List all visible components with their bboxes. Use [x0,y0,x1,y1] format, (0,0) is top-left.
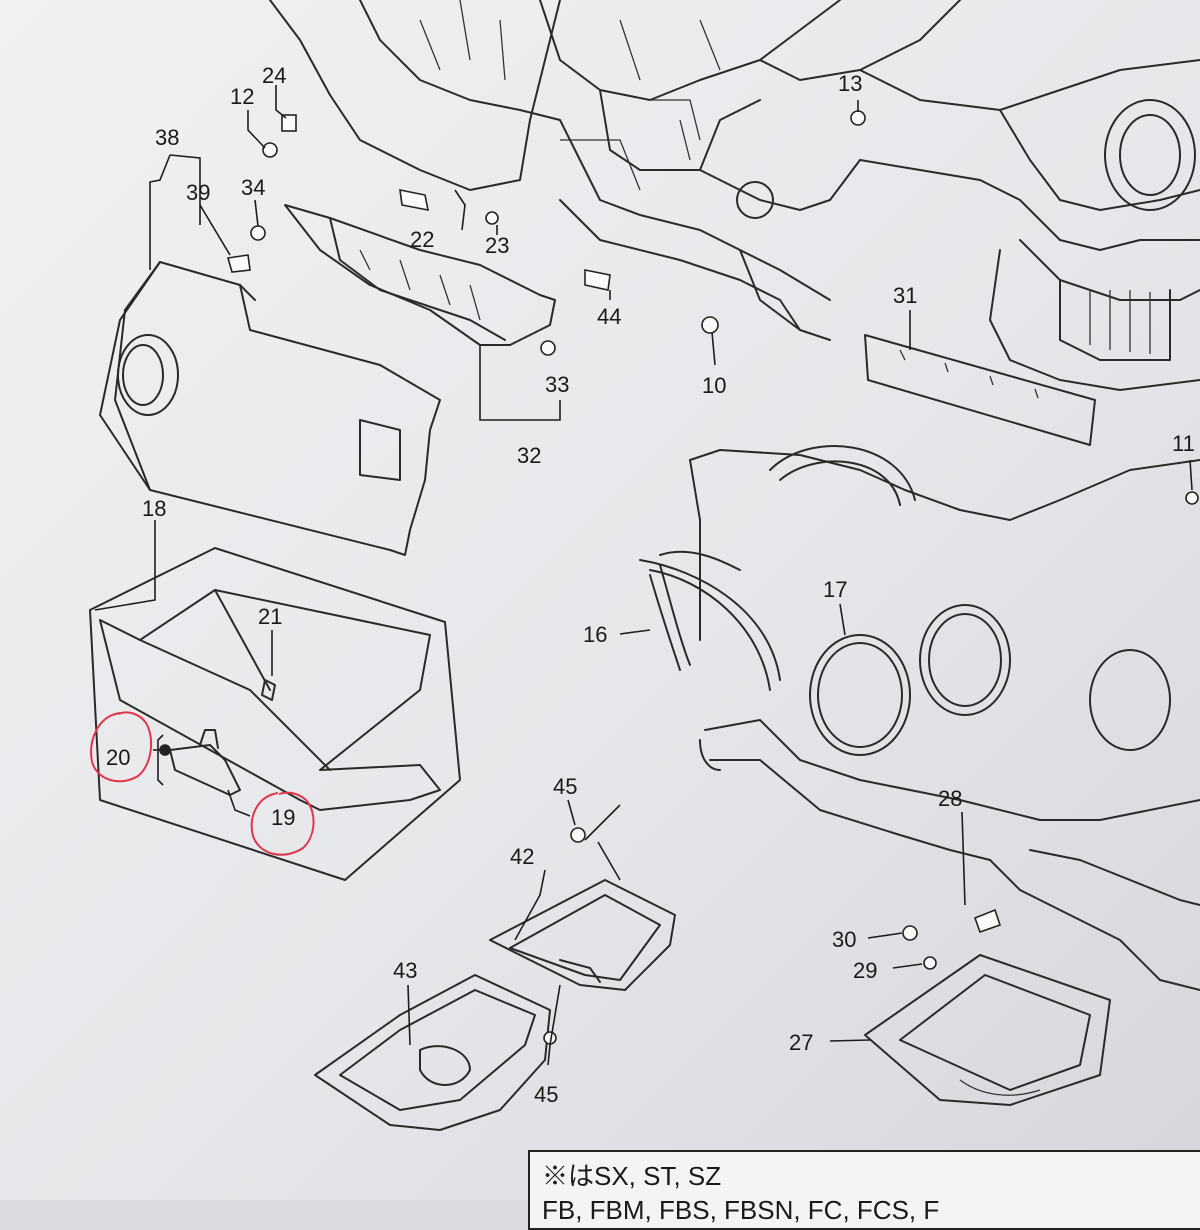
callout-17: 17 [823,577,847,602]
callout-10: 10 [702,373,726,398]
callout-11: 11 [1172,431,1195,456]
glovebox-bin-18 [89,547,461,881]
callout-43: 43 [393,958,417,983]
callout-32: 32 [517,443,541,468]
variant-note-box: ※はSX, ST, SZ FB, FBM, FBS, FBSN, FC, FCS… [528,1150,1200,1230]
dashboard-lower-panel [699,719,1200,991]
tray-43 [314,974,551,1131]
callout-20: 20 [106,745,130,770]
cluster-bezel-16 [639,445,1200,691]
callout-31: 31 [893,283,917,308]
highlight-circle-19 [250,791,315,856]
callout-45-upper: 45 [553,774,577,799]
callout-13: 13 [838,71,862,96]
highlight-marks [90,711,315,856]
callout-39: 39 [186,180,210,205]
fasteners [159,110,1199,1045]
gauge-ring-17 [809,604,1171,756]
bin-27 [864,954,1111,1106]
parts-diagram: 24 12 38 39 34 22 23 44 10 13 31 33 32 1… [89,0,1200,1131]
callout-21: 21 [258,604,282,629]
callout-12: 12 [230,84,254,109]
callout-16: 16 [583,622,607,647]
callout-44: 44 [597,304,621,329]
note-line-1: ※はSX, ST, SZ [542,1161,722,1191]
callout-34: 34 [241,175,265,200]
highlight-circle-20 [90,711,153,783]
callout-18: 18 [142,496,166,521]
callout-labels: 24 12 38 39 34 22 23 44 10 13 31 33 32 1… [106,63,1195,1107]
bracket-32 [284,204,561,421]
callout-33: 33 [545,372,569,397]
tray-42 [489,879,676,991]
callout-23: 23 [485,233,509,258]
callout-27: 27 [789,1030,813,1055]
glovebox-lid-38 [99,261,441,556]
callout-22: 22 [410,227,434,252]
callout-19: 19 [271,805,295,830]
leader-lines [94,85,1193,1066]
callout-29: 29 [853,958,877,983]
callout-30: 30 [832,927,856,952]
part-31-trim-strip [864,334,1096,446]
callout-24: 24 [262,63,286,88]
callout-28: 28 [938,786,962,811]
callout-38: 38 [155,125,179,150]
callout-45-lower: 45 [534,1082,558,1107]
dashboard-frame-upper [269,0,1200,391]
callout-42: 42 [510,844,534,869]
